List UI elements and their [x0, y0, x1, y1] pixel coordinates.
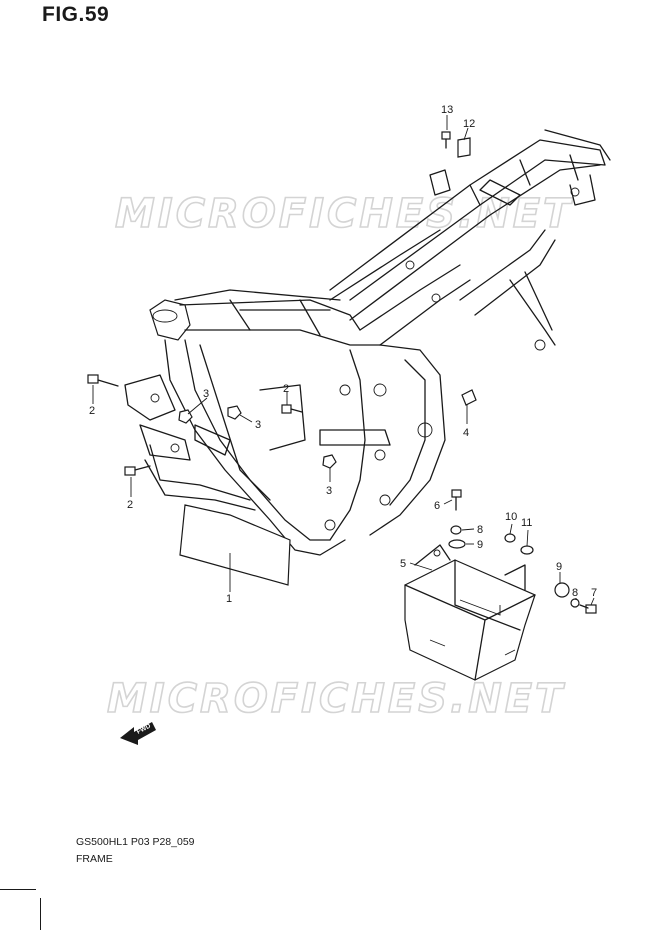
callout-8: 8: [572, 587, 578, 599]
callout-9: 9: [556, 561, 562, 573]
callout-3: 3: [255, 419, 261, 431]
figure-caption: FRAME: [76, 853, 113, 865]
callout-2: 2: [89, 405, 95, 417]
callout-4: 4: [463, 427, 469, 439]
model-code: GS500HL1 P03 P28_059: [76, 836, 195, 848]
callout-7: 7: [591, 587, 597, 599]
callout-6: 6: [434, 500, 440, 512]
rear-subframe: [329, 129, 611, 351]
callout-9: 9: [477, 539, 483, 551]
callout-3: 3: [326, 485, 332, 497]
callout-12: 12: [463, 118, 475, 130]
fwd-arrow-icon: FWD: [120, 722, 156, 745]
battery-case: [404, 544, 536, 681]
callout-1: 1: [226, 593, 232, 605]
fasteners: [87, 131, 597, 614]
callout-2: 2: [283, 383, 289, 395]
main-frame: [124, 229, 471, 586]
callout-2: 2: [127, 499, 133, 511]
watermark-bottom: MICROFICHES.NET: [107, 676, 565, 722]
callout-13: 13: [441, 104, 453, 116]
callout-11: 11: [521, 517, 532, 529]
callout-8: 8: [477, 524, 483, 536]
crop-mark-horizontal: [0, 889, 36, 890]
leader-lines: [92, 115, 595, 606]
callout-10: 10: [505, 511, 517, 523]
watermark-top: MICROFICHES.NET: [115, 191, 573, 237]
figure-title: FIG.59: [42, 3, 110, 26]
callout-5: 5: [400, 558, 406, 570]
crop-mark-vertical: [40, 898, 41, 930]
callout-3: 3: [203, 388, 209, 400]
